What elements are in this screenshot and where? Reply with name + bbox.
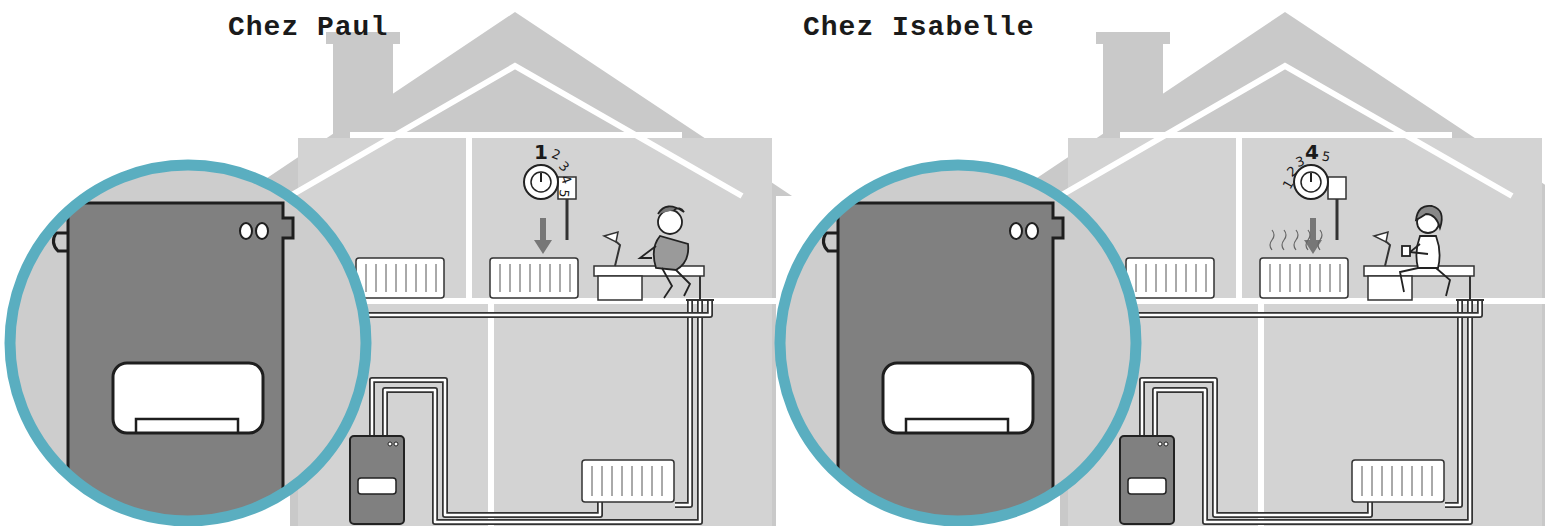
house-title: Chez Paul — [228, 14, 388, 42]
dial-number: 5 — [557, 189, 571, 198]
house-title: Chez Isabelle — [803, 14, 1034, 42]
dial-number: 1 — [534, 142, 548, 162]
dial-number: 4 — [1305, 142, 1319, 162]
